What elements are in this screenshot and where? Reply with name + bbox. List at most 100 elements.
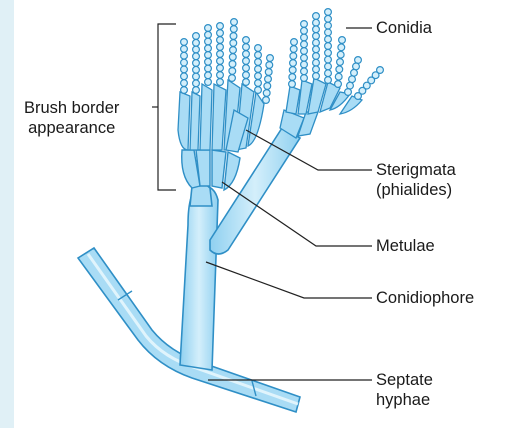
conidium-spore [205,45,212,52]
conidium-spore [289,81,296,88]
conidium-spore [205,31,212,38]
conidium-spore [230,26,237,33]
conidium-spore [193,60,200,67]
conidium-spore [301,54,308,61]
conidium-spore [243,37,250,44]
conidium-spore [325,29,332,36]
conidium-spore [205,72,212,79]
conidium-spore [313,66,320,73]
conidium-spore [325,36,332,43]
conidium-spore [313,46,320,53]
conidium-spore [263,97,270,104]
conidiophore-shape [180,182,218,370]
conidium-spore [217,44,224,51]
conidium-spore [181,66,188,73]
conidium-spore [290,53,297,60]
label-septate-hyphae-line2: hyphae [376,390,433,410]
conidium-spore [230,47,237,54]
conidium-spore [217,72,224,79]
conidium-spore [325,43,332,50]
sterigmata-shape [178,80,264,152]
conidium-spore [255,80,262,87]
conidium-spore [355,93,362,100]
conidium-spore [313,26,320,33]
label-brush-border: Brush border appearance [24,98,119,138]
conidium-spore [193,53,200,60]
conidium-spore [325,63,332,70]
conidium-spore [347,82,354,89]
conidium-spore [301,21,308,28]
conidium-spore [301,68,308,75]
conidium-spore [193,87,200,94]
conidium-spore [217,30,224,37]
conidium-spore [301,27,308,34]
conidium-spore [181,59,188,66]
conidium-spore [193,73,200,80]
conidium-spore [355,57,362,64]
conidium-spore [337,59,344,66]
conidium-spore [313,53,320,60]
metulae-shape [182,150,240,190]
leader-conidiophore [206,262,372,298]
conidium-spore [338,44,345,51]
conidium-spore [335,73,342,80]
conidium-spore [181,46,188,53]
conidium-spore [301,75,308,82]
conidium-spore [336,66,343,73]
conidium-spore [301,48,308,55]
conidium-spore [255,59,262,66]
label-brush-border-line1: Brush border [24,98,119,118]
conidium-spore [313,73,320,80]
conidium-spore [205,58,212,65]
conidium-spore [313,19,320,26]
conidium-spore [255,52,262,59]
label-conidiophore: Conidiophore [376,288,474,308]
conidium-spore [217,65,224,72]
label-conidia-text: Conidia [376,18,432,38]
conidium-spore [267,55,274,62]
conidium-spore [266,62,273,69]
conidium-spore [193,66,200,73]
conidium-spore [230,33,237,40]
conidium-spore [181,39,188,46]
conidium-spore [325,22,332,29]
label-brush-border-line2: appearance [24,118,119,138]
conidium-spore [229,75,236,82]
conidium-spore [231,19,238,26]
conidium-spore [181,87,188,94]
conidium-spore [255,87,262,94]
conidium-spore [229,68,236,75]
conidium-spore [265,69,272,76]
conidium-spore [325,77,332,84]
label-septate-hyphae-line1: Septate [376,370,433,390]
conidium-spore [339,37,346,44]
conidium-spore [325,9,332,16]
conidium-spore [301,61,308,68]
brush-border-bracket [152,24,176,190]
conidium-spore [217,23,224,30]
label-septate-hyphae: Septate hyphae [376,370,433,410]
conidium-spore [230,40,237,47]
label-sterigmata-line1: Sterigmata [376,160,456,180]
conidium-spore [205,52,212,59]
conidium-spore [313,13,320,20]
conidium-spore [289,67,296,74]
conidium-spore [193,33,200,40]
conidium-spore [217,58,224,65]
conidium-spore [325,70,332,77]
conidium-spore [313,33,320,40]
conidium-spore [290,46,297,53]
conidium-spore [335,81,342,88]
conidium-spore [353,63,360,70]
conidium-spore [205,79,212,86]
conidium-spore [193,80,200,87]
conidium-spore [289,74,296,81]
conidium-spore [181,80,188,87]
edge-tint [0,0,14,428]
conidium-spore [243,72,250,79]
label-sterigmata-line2: (phialides) [376,180,456,200]
conidium-spore [243,51,250,58]
conidium-spore [291,39,298,46]
conidium-spore [181,52,188,59]
